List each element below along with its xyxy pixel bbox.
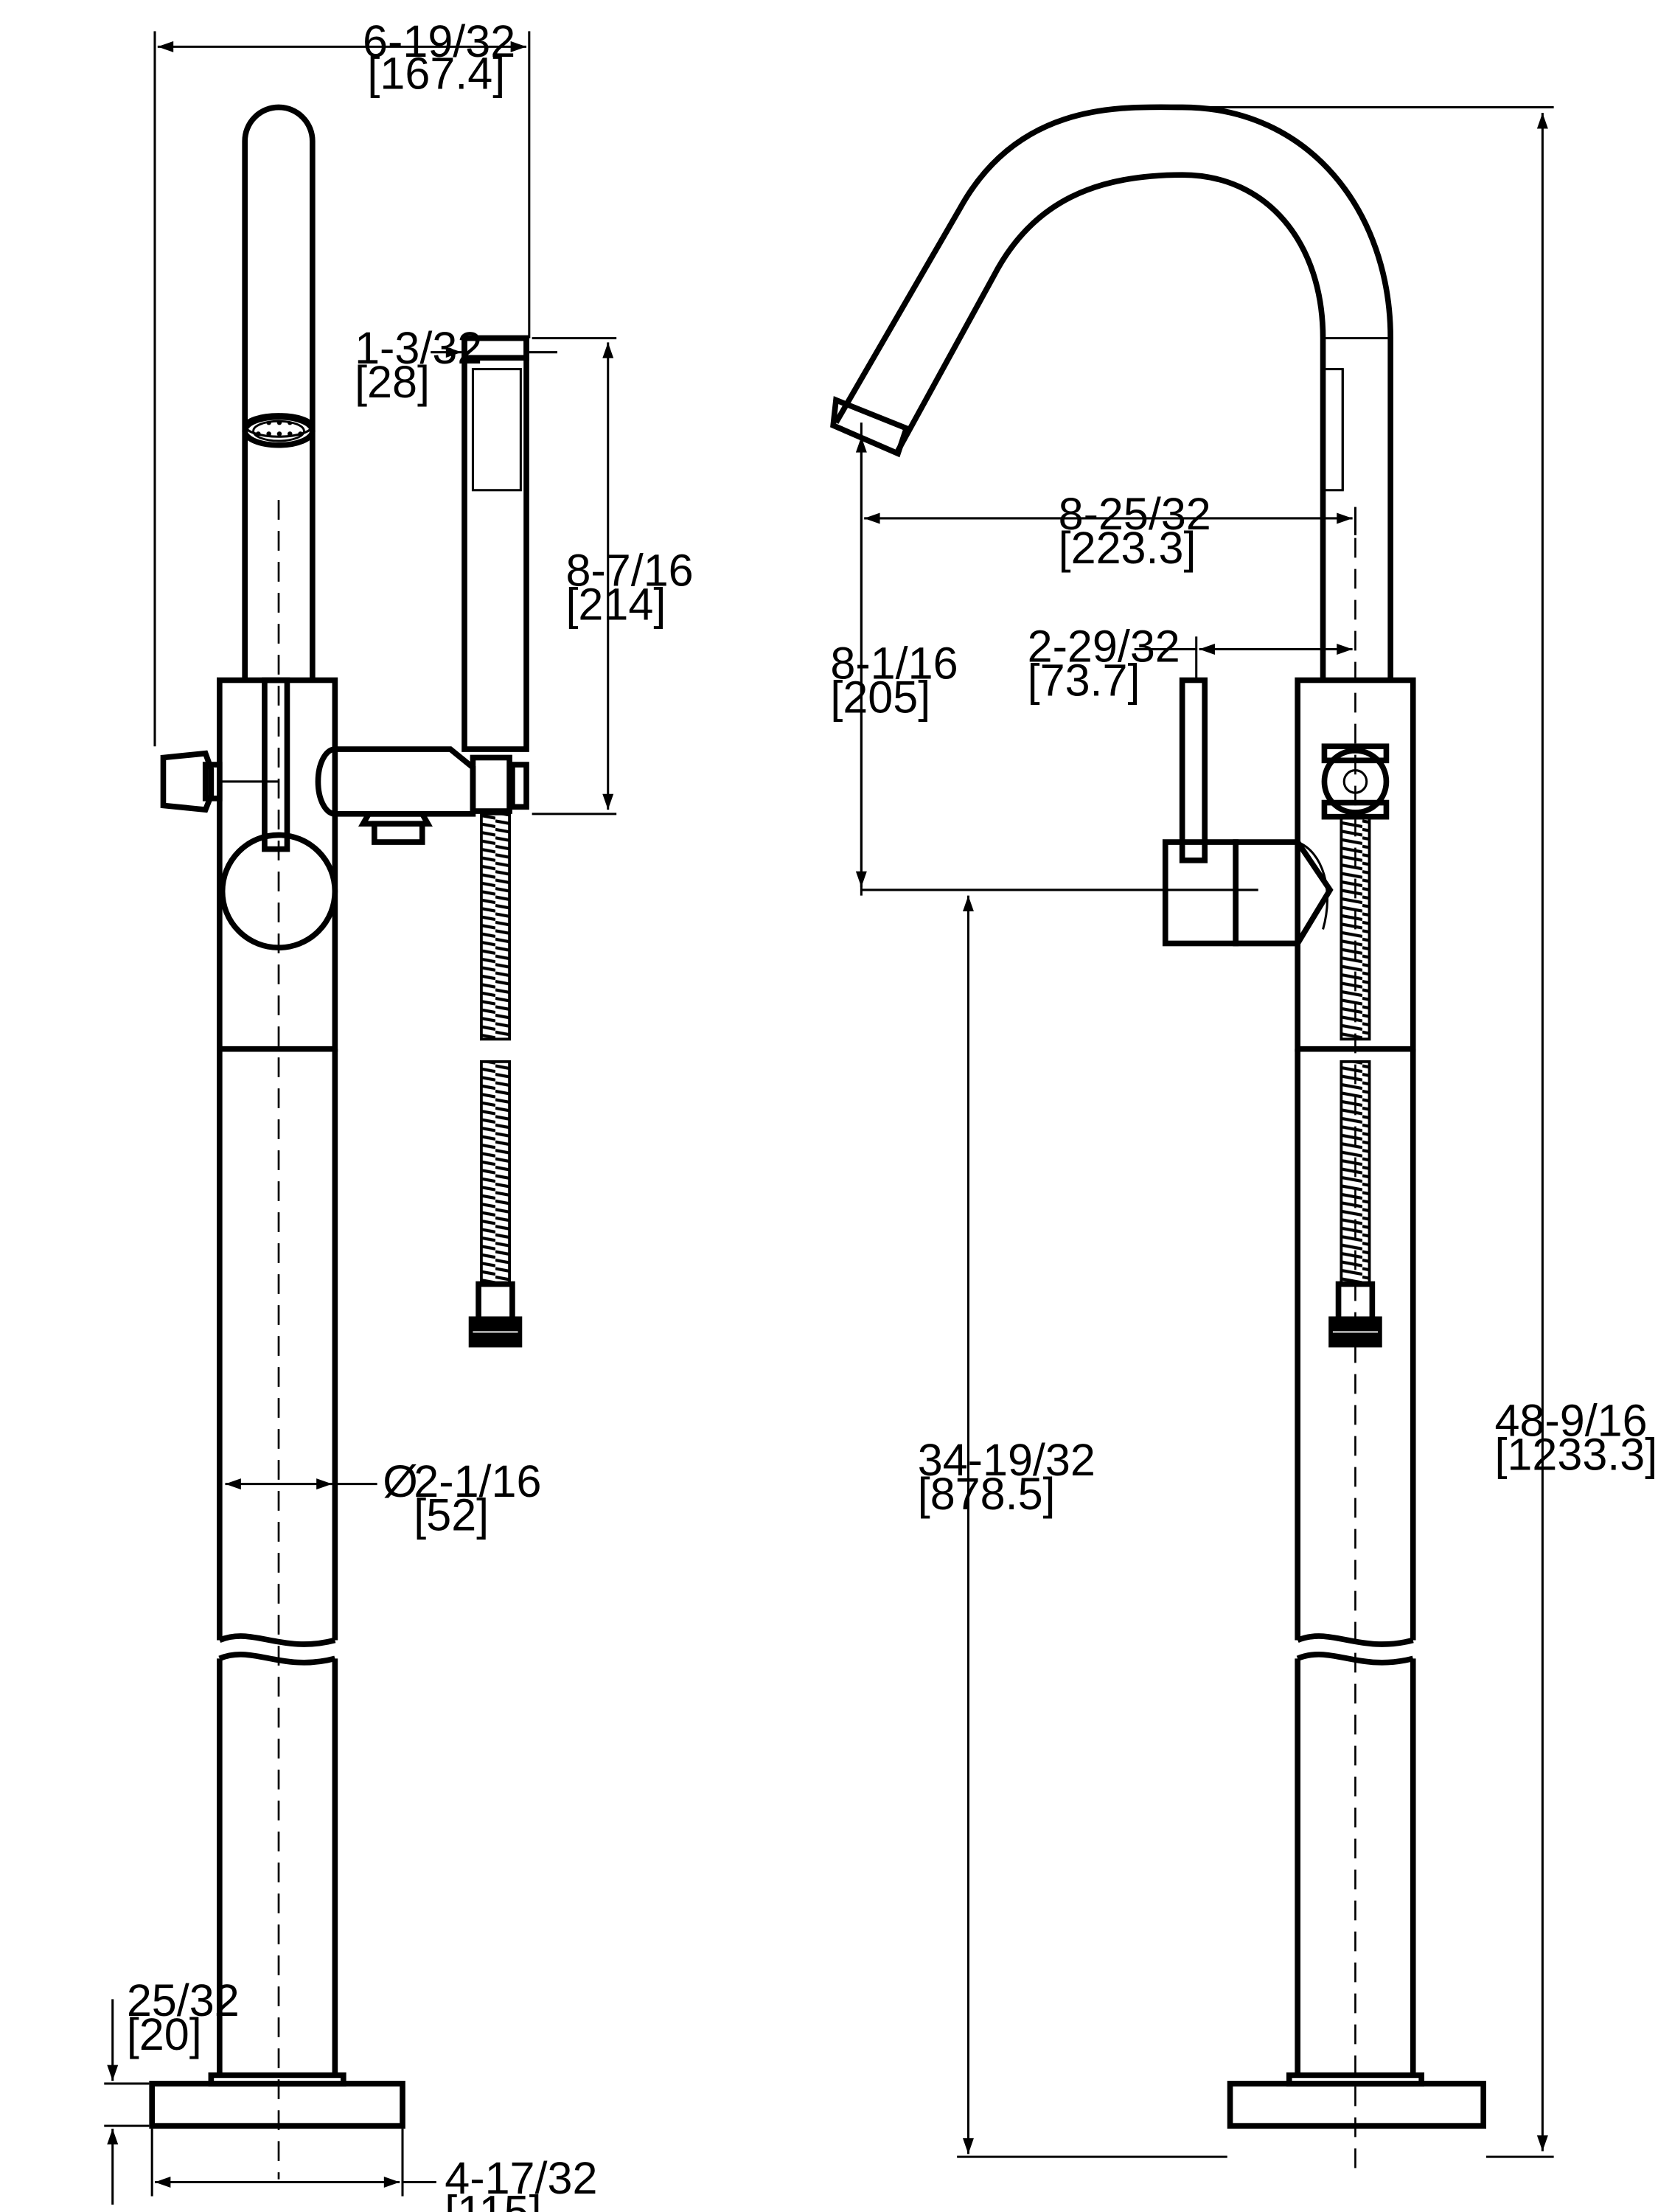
front-hose	[468, 812, 523, 1348]
dim-handshower-width-inch: 1-3/32	[355, 323, 482, 373]
front-handshower	[461, 335, 529, 752]
dim-overall-width: 6-19/32 [167.4]	[153, 16, 531, 747]
dim-valve-height-mm: [878.5]	[918, 1469, 1056, 1519]
front-base	[149, 2072, 405, 2129]
dim-base-diameter-inch: 4-17/32	[445, 2153, 597, 2203]
dim-handshower-length-mm: [214]	[565, 579, 666, 629]
dim-spout-clearance-inch: 8-1/16	[830, 639, 958, 689]
dim-tube-diameter-mm: [52]	[414, 1490, 489, 1540]
dim-handle-offset-mm: [73.7]	[1028, 655, 1140, 706]
dim-handshower-length: 8-7/16 [214]	[532, 337, 694, 815]
front-view: 6-19/32 [167.4] 1-3/32 [28] 8-7/16 [214]…	[104, 16, 694, 2212]
side-spout	[830, 104, 1393, 681]
dim-valve-height: 34-19/32 [878.5]	[918, 895, 1227, 2158]
dim-tube-diameter: Ø 2-1/16 [52]	[225, 1456, 541, 1540]
dim-tube-diameter-symbol: Ø	[383, 1456, 418, 1506]
side-view: 8-25/32 [223.3] 8-1/16 [205] 2-29/32 [73…	[830, 104, 1657, 2180]
front-spout	[242, 104, 316, 681]
dim-handle-offset-inch: 2-29/32	[1028, 622, 1180, 672]
dim-handle-offset: 2-29/32 [73.7]	[1028, 622, 1353, 706]
dim-tube-diameter-inch: 2-1/16	[414, 1456, 541, 1506]
dim-base-height-inch: 25/32	[127, 1975, 240, 2025]
dim-base-height-mm: [20]	[127, 2009, 202, 2059]
dim-spout-clearance-mm: [205]	[830, 672, 930, 722]
front-riser	[217, 1048, 338, 2076]
dim-base-height: 25/32 [20]	[104, 1975, 240, 2205]
dim-spout-reach-mm: [223.3]	[1059, 523, 1196, 573]
side-riser	[1295, 1048, 1416, 2076]
dim-handshower-width: 1-3/32 [28]	[355, 323, 557, 407]
front-handshower-holder	[315, 746, 529, 845]
dim-spout-reach-inch: 8-25/32	[1059, 489, 1211, 539]
dim-overall-height-inch: 48-9/16	[1494, 1396, 1647, 1446]
dim-spout-clearance: 8-1/16 [205]	[830, 437, 1258, 891]
front-valve-body	[160, 677, 338, 1052]
dim-valve-height-inch: 34-19/32	[918, 1435, 1095, 1485]
dim-overall-width-inch: 6-19/32	[363, 16, 515, 66]
dim-base-diameter: 4-17/32 [115]	[150, 2128, 597, 2212]
dim-overall-height: 48-9/16 [1233.3]	[1182, 105, 1657, 2158]
side-valve-body	[1162, 677, 1416, 1052]
dim-overall-width-mm: [167.4]	[367, 49, 505, 99]
side-base	[1227, 2072, 1486, 2129]
dim-handshower-width-mm: [28]	[355, 357, 430, 407]
dim-handshower-length-inch: 8-7/16	[565, 546, 693, 596]
side-hose	[1328, 815, 1382, 1348]
dim-base-diameter-mm: [115]	[445, 2187, 541, 2212]
dim-overall-height-mm: [1233.3]	[1494, 1430, 1657, 1480]
